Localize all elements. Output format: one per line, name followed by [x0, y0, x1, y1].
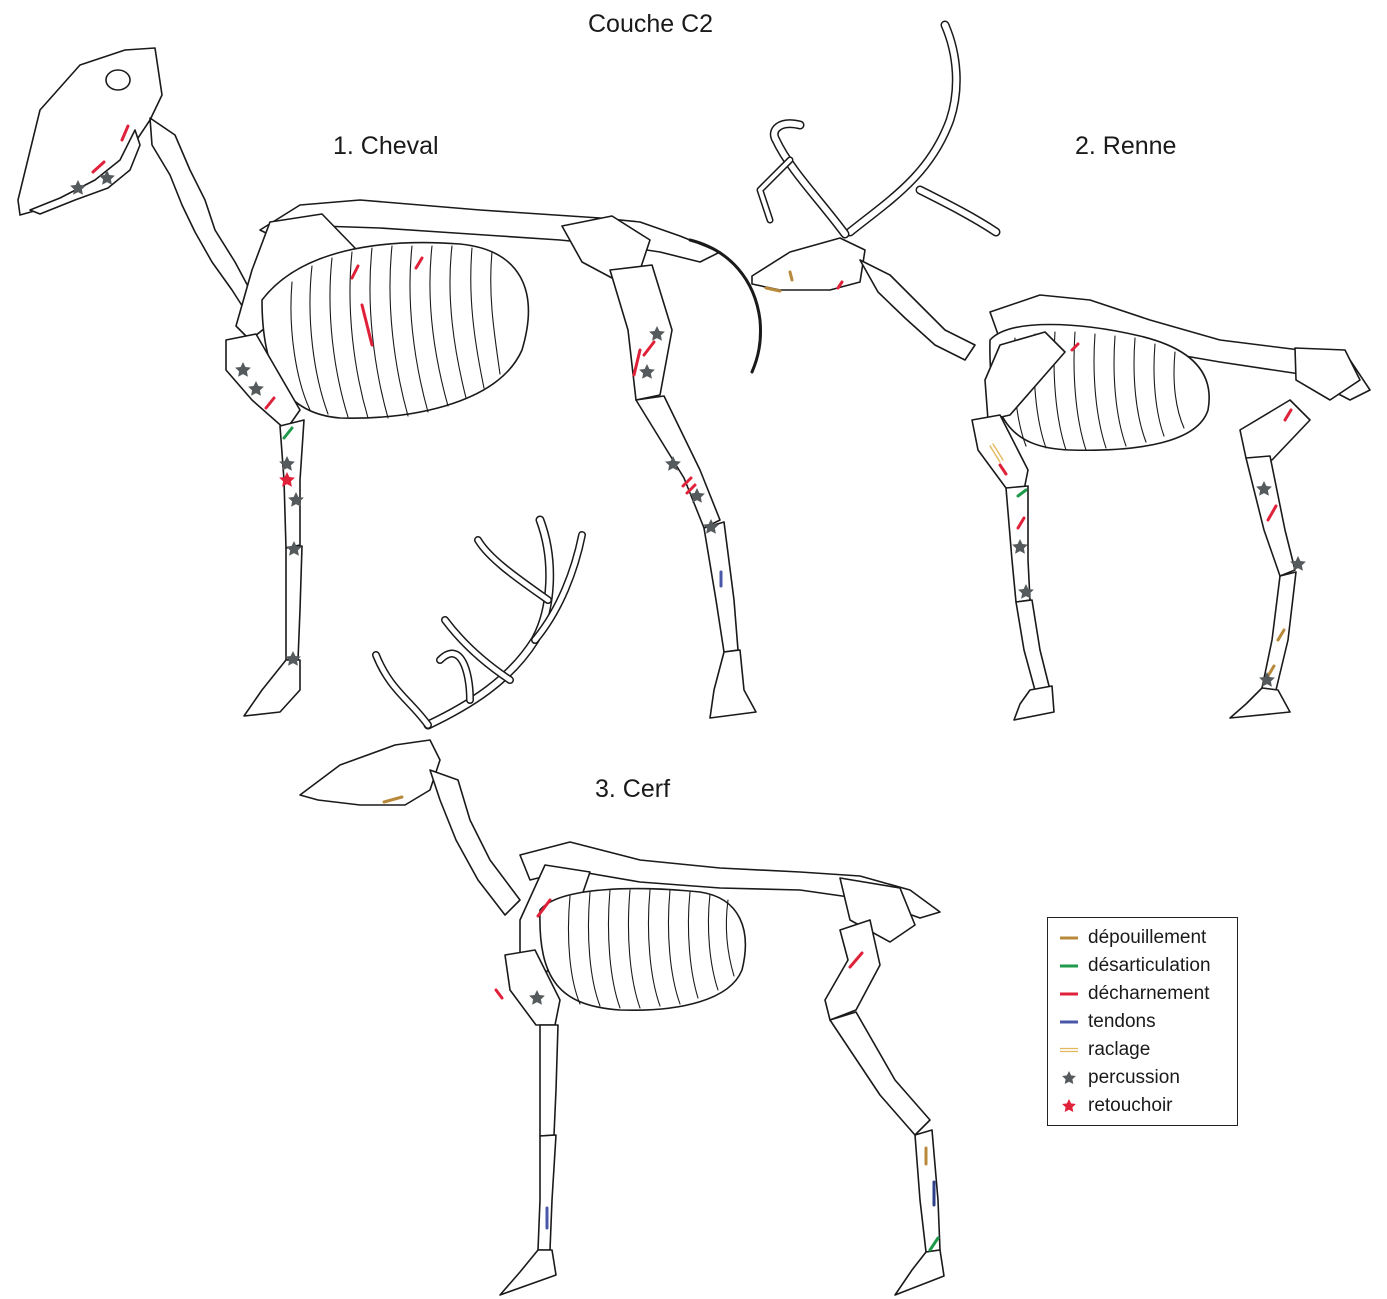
reindeer-skull [752, 238, 865, 290]
horse-neck [150, 118, 262, 315]
horse-ribcage [262, 243, 528, 419]
deer-fore-cannon [538, 1135, 556, 1250]
deer-skull [300, 740, 440, 805]
panel-label-cerf: 3. Cerf [595, 775, 670, 804]
reindeer-skeleton [752, 25, 1370, 720]
reindeer-neck [860, 260, 975, 360]
deer-fore-hoof [500, 1250, 556, 1295]
legend-item-depouillement: dépouillement [1048, 924, 1237, 952]
legend-item-retouchoir: retouchoir [1048, 1092, 1237, 1120]
reindeer-hind-hoof [1230, 688, 1290, 718]
line-swatch-icon [1058, 959, 1080, 973]
legend-item-decharnement: décharnement [1048, 980, 1237, 1008]
legend-item-raclage: raclage [1048, 1036, 1237, 1064]
horse-orbit [106, 70, 130, 90]
double-line-swatch-icon [1058, 1043, 1080, 1057]
deer-ribcage [540, 889, 745, 1011]
deer-neck [430, 770, 520, 915]
mark-depouillement [790, 272, 792, 280]
legend-label: retouchoir [1088, 1095, 1173, 1117]
reindeer-fore-hoof [1014, 686, 1054, 720]
deer-fore-radius [540, 1025, 558, 1136]
legend-label: désarticulation [1088, 955, 1211, 977]
legend-item-desarticulation: désarticulation [1048, 952, 1237, 980]
star-icon [1058, 1071, 1080, 1085]
horse-fore-cannon [286, 546, 302, 660]
reindeer-hind-femur [1240, 400, 1310, 460]
panel-label-renne: 2. Renne [1075, 132, 1176, 161]
legend-label: raclage [1088, 1039, 1150, 1061]
legend-label: tendons [1088, 1011, 1156, 1033]
line-swatch-icon [1058, 931, 1080, 945]
deer-hind-hoof [895, 1250, 944, 1295]
legend-item-percussion: percussion [1048, 1064, 1237, 1092]
deer-skeleton [300, 520, 944, 1295]
mark-decharnement [496, 990, 502, 998]
horse-hind-pastern [710, 650, 756, 718]
deer-hind-femur [825, 920, 880, 1020]
figure-title: Couche C2 [588, 10, 713, 39]
star-icon [1058, 1099, 1080, 1113]
legend: dépouillement désarticulation décharneme… [1047, 917, 1238, 1126]
legend-label: décharnement [1088, 983, 1209, 1005]
panel-label-cheval: 1. Cheval [333, 132, 439, 161]
legend-label: percussion [1088, 1067, 1180, 1089]
deer-hind-tibia [830, 1012, 930, 1135]
line-swatch-icon [1058, 987, 1080, 1001]
reindeer-fore-cannon [1016, 600, 1050, 694]
legend-label: dépouillement [1088, 927, 1206, 949]
horse-fore-pastern [244, 660, 300, 716]
legend-item-tendons: tendons [1048, 1008, 1237, 1036]
line-swatch-icon [1058, 1015, 1080, 1029]
